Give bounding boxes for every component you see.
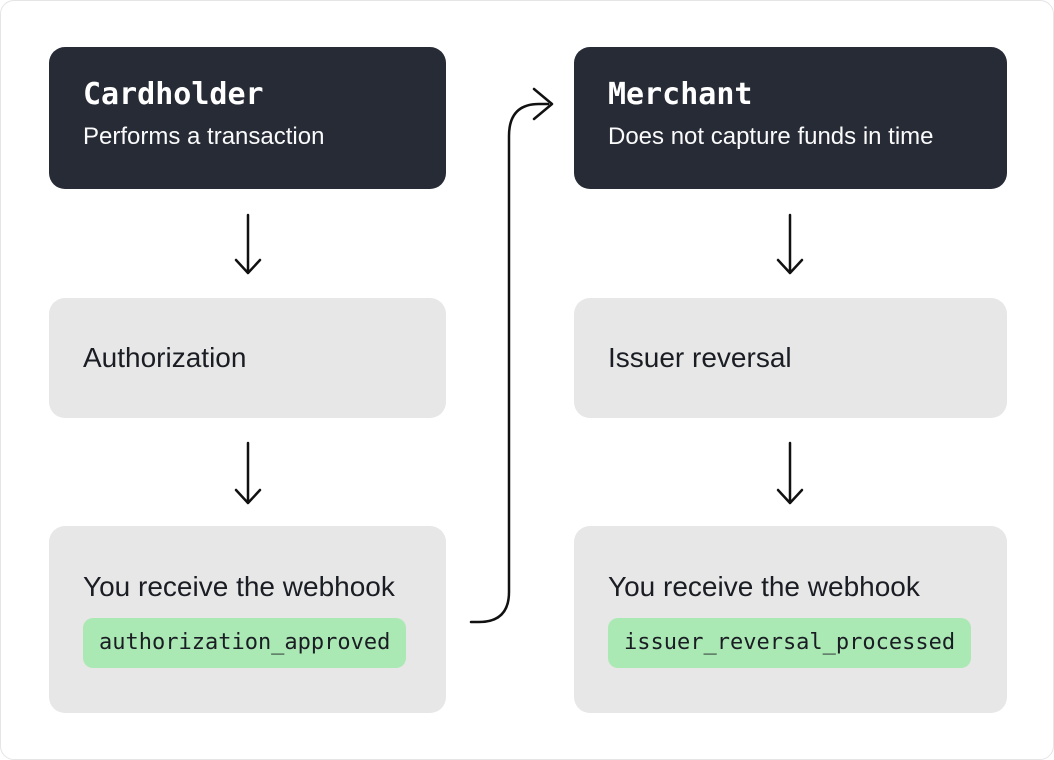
actor-box-cardholder: Cardholder Performs a transaction (49, 47, 446, 189)
actor-title-cardholder: Cardholder (83, 77, 264, 112)
step-box-authorization: Authorization (49, 298, 446, 418)
step-label-authorization: Authorization (83, 342, 247, 373)
step-label-issuer-reversal: Issuer reversal (608, 342, 792, 373)
actor-subtitle-cardholder: Performs a transaction (83, 123, 325, 150)
webhook-label: You receive the webhook (608, 571, 920, 602)
down-arrow-cardholder-to-authorization (234, 213, 262, 275)
step-box-issuer-reversal: Issuer reversal (574, 298, 1007, 418)
actor-title-merchant: Merchant (608, 77, 753, 112)
webhook-label: You receive the webhook (83, 571, 395, 602)
webhook-event-badge-issuer-reversal-processed: issuer_reversal_processed (608, 618, 972, 668)
down-arrow-issuer-reversal-to-webhook (776, 441, 804, 505)
webhook-box-issuer-reversal: You receive the webhook issuer_reversal_… (574, 526, 1007, 713)
curved-arrow-webhook-to-merchant (469, 87, 554, 624)
webhook-box-authorization: You receive the webhook authorization_ap… (49, 526, 446, 713)
actor-subtitle-merchant: Does not capture funds in time (608, 123, 934, 150)
down-arrow-merchant-to-issuer-reversal (776, 213, 804, 275)
webhook-event-badge-authorization-approved: authorization_approved (83, 618, 407, 668)
down-arrow-authorization-to-webhook (234, 441, 262, 505)
actor-box-merchant: Merchant Does not capture funds in time (574, 47, 1007, 189)
